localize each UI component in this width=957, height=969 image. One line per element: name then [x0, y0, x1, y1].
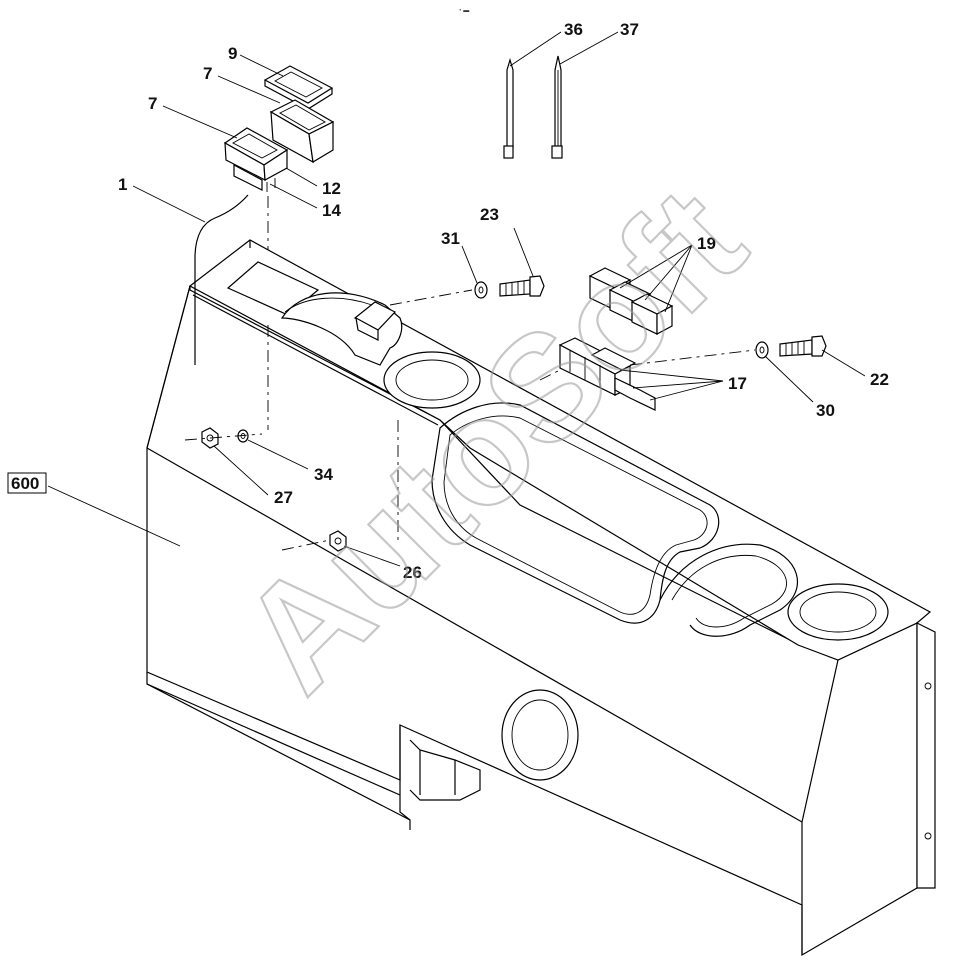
- bolt-23: [499, 275, 545, 297]
- callout-600-box: [7, 472, 47, 494]
- tank-pocket: [431, 402, 798, 637]
- callout-22: 22: [870, 370, 889, 389]
- callout-17: 17: [728, 374, 747, 393]
- cable-tie-37: [551, 55, 563, 159]
- callout-7-frame: 7: [203, 64, 212, 83]
- callout-26: 26: [403, 563, 422, 582]
- callout-7-switch: 7: [148, 94, 157, 113]
- assembly-centerlines: [184, 196, 756, 551]
- rocker-housing: [280, 292, 403, 366]
- wire-harness: [194, 194, 249, 365]
- relay-17: [558, 337, 656, 411]
- callout-31: 31: [441, 229, 460, 248]
- connector-19: [588, 267, 674, 335]
- callout-23: 23: [480, 205, 499, 224]
- cable-tie-36: [503, 57, 514, 159]
- callout-34: 34: [314, 465, 333, 484]
- filler-cap-left: [383, 351, 481, 409]
- callouts: 36 37 9 7 7 12 14 1 23 31 19 22 17 30 60…: [7, 20, 889, 582]
- header-mark: ◔ ▬: [458, 8, 469, 14]
- washer-30: [755, 341, 769, 359]
- callout-19: 19: [697, 234, 716, 253]
- switch-frame-7: [269, 99, 335, 164]
- callout-36: 36: [564, 20, 583, 39]
- callout-12: 12: [322, 179, 341, 198]
- bolt-22: [779, 335, 827, 357]
- rocker-switch-7: [223, 127, 289, 192]
- callout-600: 600: [11, 474, 39, 493]
- callout-1: 1: [118, 175, 127, 194]
- callout-14: 14: [322, 201, 341, 220]
- leader-lines: [47, 31, 866, 567]
- callout-30: 30: [816, 401, 835, 420]
- callout-9: 9: [228, 44, 237, 63]
- front-port: [501, 689, 579, 781]
- filler-cap-right: [787, 583, 889, 641]
- top-square-opening: [226, 261, 320, 316]
- callout-27: 27: [274, 488, 293, 507]
- callout-37: 37: [620, 20, 639, 39]
- washer-31: [474, 281, 488, 299]
